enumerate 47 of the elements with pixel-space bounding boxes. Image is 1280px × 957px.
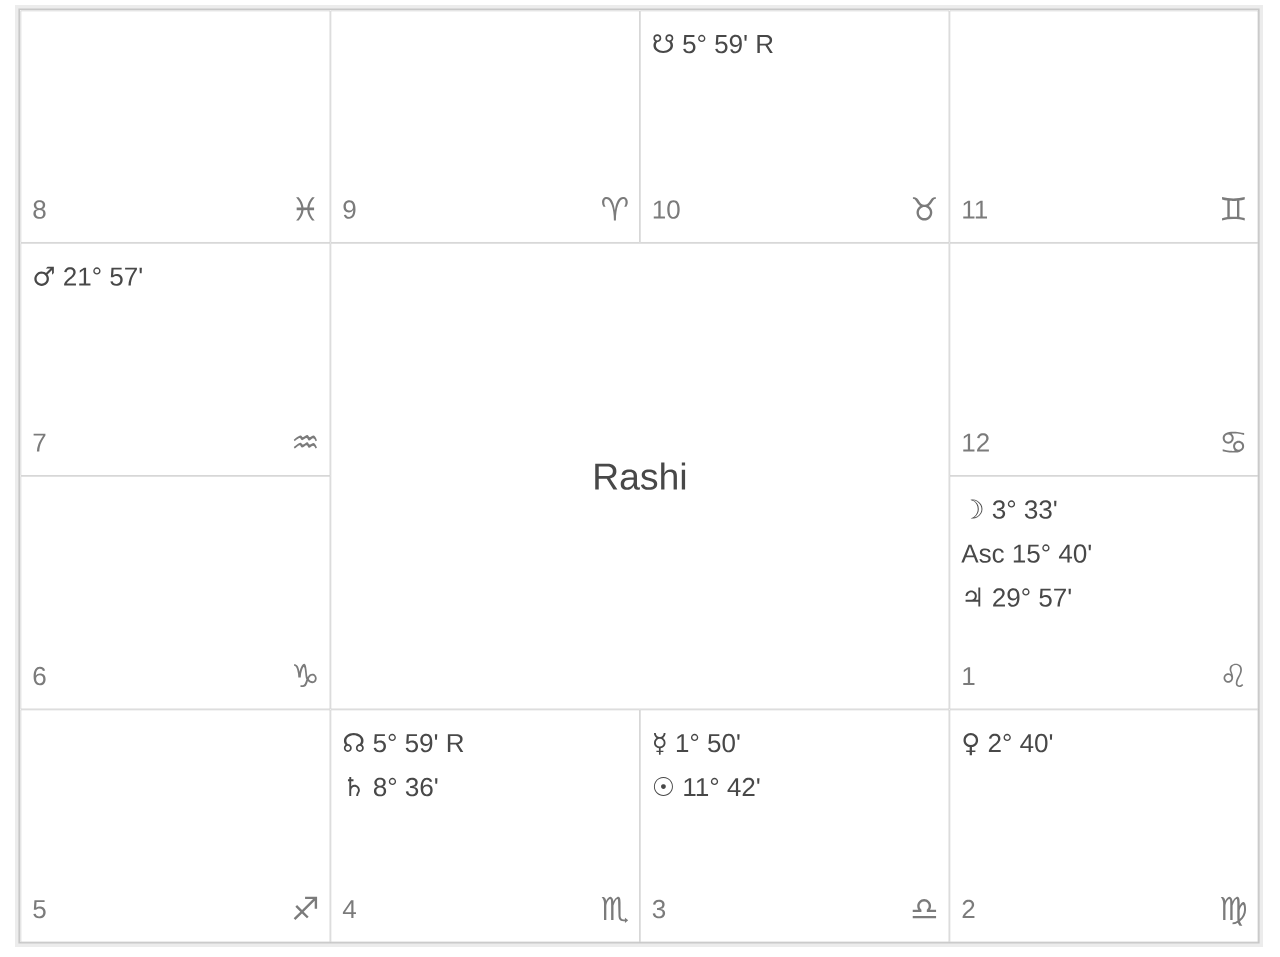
house-number: 11 xyxy=(963,200,987,219)
zodiac-sign: ♉ xyxy=(912,197,936,221)
house-number: 5 xyxy=(33,900,46,919)
house-number: 2 xyxy=(962,899,975,918)
house-cell xyxy=(20,709,331,943)
zodiac-sign: ♓ xyxy=(296,197,315,221)
house-number: 4 xyxy=(342,900,356,918)
house-number: 10 xyxy=(653,200,680,219)
house-cell xyxy=(949,709,1259,943)
planet-position: ☉ 11° 42' xyxy=(653,777,760,796)
house-cell xyxy=(949,10,1259,243)
zodiac-sign: ♐ xyxy=(293,896,318,921)
zodiac-sign: ♈ xyxy=(602,197,628,221)
planet-position: ♂ 21° 57' xyxy=(34,266,142,286)
planet-position: ☿ 1° 50' xyxy=(654,733,740,755)
house-cell xyxy=(949,475,1259,710)
zodiac-sign: ♒ xyxy=(293,435,317,449)
planet-position: ♃ 29° 57' xyxy=(965,587,1071,607)
planet-position: Asc 15° 40' xyxy=(961,544,1091,563)
house-cell xyxy=(330,10,640,243)
house-number: 3 xyxy=(652,899,666,919)
zodiac-sign: ♍ xyxy=(1220,896,1246,926)
planet-position: ☽ 3° 33' xyxy=(970,499,1057,519)
house-number: 9 xyxy=(343,200,356,219)
house-cell xyxy=(20,475,331,710)
house-cell xyxy=(949,242,1259,476)
house-number: 1 xyxy=(963,667,975,685)
planet-position: ☊ 5° 59' R xyxy=(343,733,464,753)
zodiac-sign: ♋ xyxy=(1222,431,1245,453)
center-box: Rashi xyxy=(330,242,950,710)
planet-position: ♄ 8° 36' xyxy=(347,777,438,797)
house-cell xyxy=(330,709,640,943)
planet-position: ☋ 5° 59' R xyxy=(653,34,773,54)
house-cell xyxy=(639,10,950,243)
house-number: 12 xyxy=(963,433,989,452)
house-number: 6 xyxy=(33,666,46,686)
zodiac-sign: ♊ xyxy=(1222,197,1245,221)
house-cell xyxy=(20,242,331,476)
house-cell xyxy=(639,709,950,943)
planet-position: ♀ 2° 40' xyxy=(963,733,1053,756)
house-cell xyxy=(20,10,331,243)
house-number: 8 xyxy=(33,200,46,219)
zodiac-sign: ♌ xyxy=(1223,663,1244,687)
zodiac-sign: ♏ xyxy=(601,896,629,924)
house-number: 7 xyxy=(33,433,46,452)
zodiac-sign: ♑ xyxy=(294,663,317,687)
zodiac-sign: ♎ xyxy=(912,899,937,919)
